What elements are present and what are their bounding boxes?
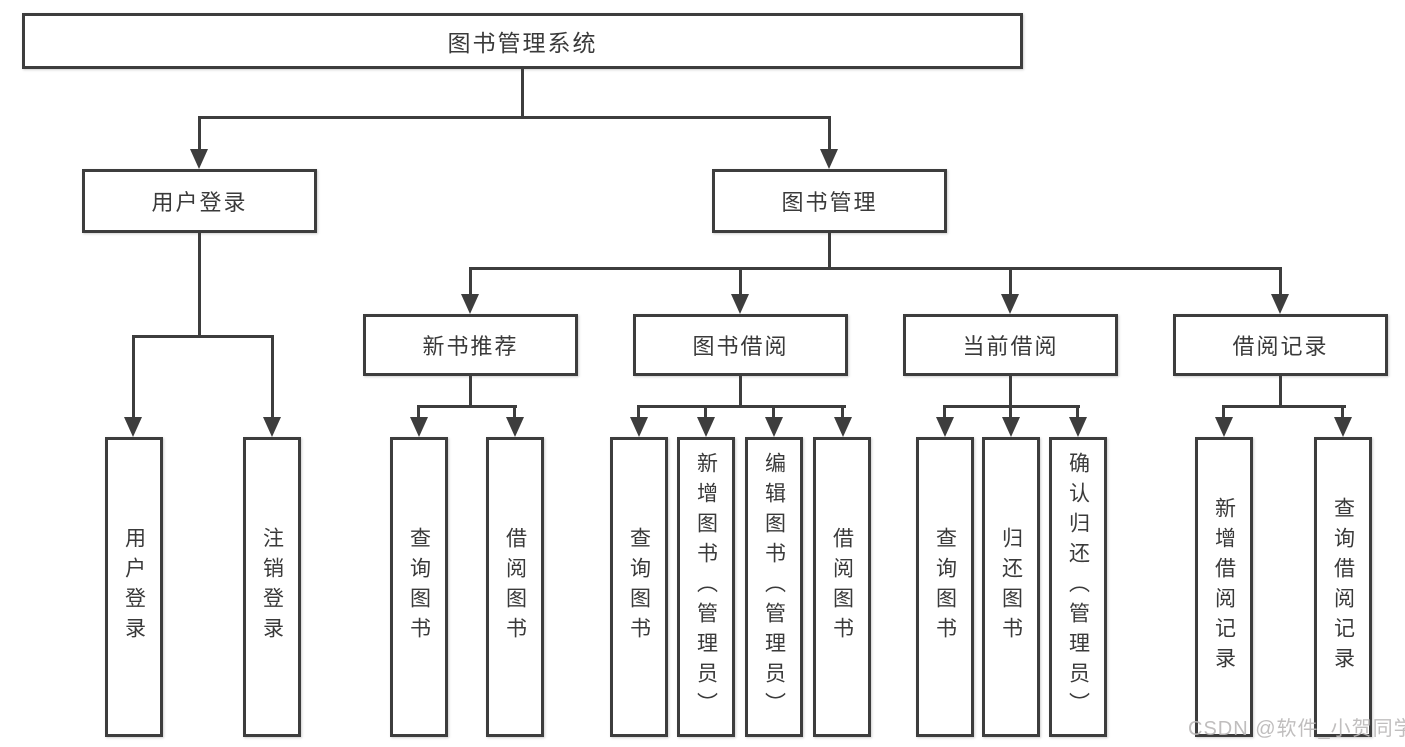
node-label: 新书推荐	[422, 334, 519, 359]
arrow-down-icon	[263, 417, 281, 437]
node-label: 借阅记录	[1232, 334, 1329, 359]
connector-line	[772, 405, 775, 418]
arrow-down-icon	[697, 417, 715, 437]
node-label: 查询借阅记录	[1331, 497, 1355, 677]
leaf-add-book-admin: 新增图书（管理员）	[677, 437, 735, 737]
leaf-borrow-books-recommend: 借阅图书	[486, 437, 544, 737]
connector-line	[469, 267, 472, 295]
connector-line	[469, 267, 1282, 270]
node-new-book-recommend: 新书推荐	[363, 314, 578, 376]
node-borrowing-records: 借阅记录	[1173, 314, 1388, 376]
leaf-query-books-current: 查询图书	[916, 437, 974, 737]
connector-line	[469, 376, 472, 407]
connector-line	[1341, 405, 1344, 418]
connector-line	[198, 116, 201, 150]
arrow-down-icon	[1001, 294, 1019, 314]
arrow-down-icon	[506, 417, 524, 437]
arrow-down-icon	[1215, 417, 1233, 437]
node-label: 用户登录	[151, 190, 248, 215]
connector-line	[828, 116, 831, 150]
arrow-down-icon	[410, 417, 428, 437]
node-library-management-system: 图书管理系统	[22, 13, 1023, 69]
connector-line	[739, 267, 742, 295]
leaf-edit-book-admin: 编辑图书（管理员）	[745, 437, 803, 737]
arrow-down-icon	[1002, 417, 1020, 437]
connector-line	[417, 405, 420, 418]
node-label: 新增借阅记录	[1212, 497, 1236, 677]
connector-line	[841, 405, 844, 418]
connector-line	[271, 335, 274, 418]
connector-line	[943, 405, 946, 418]
leaf-confirm-return-admin: 确认归还（管理员）	[1049, 437, 1107, 737]
connector-line	[198, 116, 831, 119]
leaf-user-login: 用户登录	[105, 437, 163, 737]
connector-line	[521, 68, 524, 119]
node-label: 查询图书	[407, 527, 431, 647]
arrow-down-icon	[820, 149, 838, 169]
node-label: 注销登录	[260, 527, 284, 647]
arrow-down-icon	[190, 149, 208, 169]
arrow-down-icon	[834, 417, 852, 437]
connector-line	[1009, 405, 1012, 418]
node-label: 确认归还（管理员）	[1066, 452, 1090, 722]
node-label: 查询图书	[933, 527, 957, 647]
connector-line	[1009, 267, 1012, 295]
connector-line	[704, 405, 707, 418]
connector-line	[417, 405, 517, 408]
leaf-add-borrow-record: 新增借阅记录	[1195, 437, 1253, 737]
connector-line	[1222, 405, 1346, 408]
arrow-down-icon	[1271, 294, 1289, 314]
node-label: 新增图书（管理员）	[694, 452, 718, 722]
connector-line	[637, 405, 846, 408]
connector-line	[1009, 376, 1012, 407]
leaf-logout: 注销登录	[243, 437, 301, 737]
connector-line	[828, 233, 831, 270]
connector-line	[1279, 267, 1282, 295]
connector-line	[513, 405, 516, 418]
arrow-down-icon	[765, 417, 783, 437]
node-label: 图书借阅	[692, 334, 789, 359]
leaf-query-books-recommend: 查询图书	[390, 437, 448, 737]
node-label: 查询图书	[627, 527, 651, 647]
node-label: 用户登录	[122, 527, 146, 647]
connector-line	[132, 335, 135, 418]
connector-line	[637, 405, 640, 418]
connector-line	[1076, 405, 1079, 418]
node-current-borrowing: 当前借阅	[903, 314, 1118, 376]
connector-line	[739, 376, 742, 407]
leaf-query-books-borrowing: 查询图书	[610, 437, 668, 737]
node-label: 图书管理	[781, 190, 878, 215]
arrow-down-icon	[124, 417, 142, 437]
node-book-borrowing: 图书借阅	[633, 314, 848, 376]
leaf-borrow-books-borrowing: 借阅图书	[813, 437, 871, 737]
node-label: 借阅图书	[830, 527, 854, 647]
arrow-down-icon	[1069, 417, 1087, 437]
connector-line	[1279, 376, 1282, 407]
arrow-down-icon	[731, 294, 749, 314]
node-book-management: 图书管理	[712, 169, 947, 233]
arrow-down-icon	[461, 294, 479, 314]
csdn-watermark: CSDN @软件_小贺同学	[1188, 718, 1405, 740]
connector-line	[132, 335, 274, 338]
node-label: 编辑图书（管理员）	[762, 452, 786, 722]
connector-line	[198, 233, 201, 338]
leaf-return-books: 归还图书	[982, 437, 1040, 737]
arrow-down-icon	[630, 417, 648, 437]
connector-line	[1222, 405, 1225, 418]
node-label: 归还图书	[999, 527, 1023, 647]
node-label: 借阅图书	[503, 527, 527, 647]
arrow-down-icon	[936, 417, 954, 437]
arrow-down-icon	[1334, 417, 1352, 437]
node-label: 当前借阅	[962, 334, 1059, 359]
leaf-query-borrow-record: 查询借阅记录	[1314, 437, 1372, 737]
node-label: 图书管理系统	[447, 30, 598, 56]
node-user-login: 用户登录	[82, 169, 317, 233]
